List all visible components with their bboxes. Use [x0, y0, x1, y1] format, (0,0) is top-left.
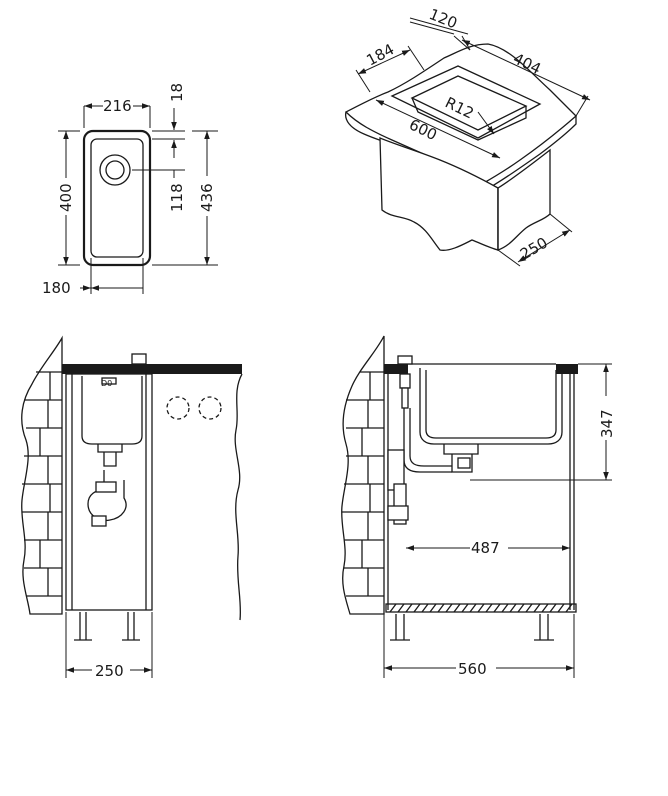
side-leg-1: [74, 612, 92, 641]
side-waste: [97, 444, 123, 467]
sink-outline: [82, 129, 152, 267]
front-leg-2: [534, 614, 554, 641]
cabinet-body: [379, 137, 499, 251]
front-view: 347 487 560: [341, 335, 616, 678]
dim-118-label: 118: [168, 183, 186, 212]
dim-180-label: 180: [42, 279, 71, 297]
front-wall: [341, 335, 385, 615]
front-tap: [397, 355, 413, 365]
dim-560-label: 560: [458, 660, 487, 678]
side-sink-bowl: [81, 376, 143, 445]
side-worktop: [62, 364, 242, 374]
dim-18-label: 18: [168, 83, 186, 102]
front-overflow-pipe: [403, 408, 452, 473]
dim-347-label: 347: [598, 409, 616, 438]
front-plinth: [385, 603, 577, 613]
drain-inner: [105, 160, 125, 180]
dim-184-label: 184: [363, 40, 397, 69]
front-worktop-right: [556, 364, 578, 374]
front-sink-bowl: [419, 368, 563, 445]
dim-216-label: 216: [103, 97, 132, 115]
side-wall: [21, 335, 63, 615]
side-wall-bricks: [22, 371, 62, 597]
svg-text:D0: D0: [101, 379, 112, 388]
front-cabinet: [387, 374, 575, 610]
front-wall-bricks: [342, 371, 384, 597]
dim-250-side-label: 250: [95, 662, 124, 680]
side-leg-2: [122, 612, 140, 641]
side-break: [234, 373, 243, 621]
dim-436-label: 436: [198, 183, 216, 212]
isometric-view: 120 184 404 R12 600 250: [344, 5, 591, 267]
dim-400-label: 400: [57, 183, 75, 212]
tap-hole-2: [198, 396, 222, 420]
side-view: D0 250: [21, 335, 243, 680]
side-trap: [87, 470, 127, 522]
dim-487-label: 487: [471, 539, 500, 557]
plan-view: 216 18 118 400 436 180: [42, 83, 218, 297]
front-leg-1: [390, 614, 410, 641]
cabinet-side: [497, 148, 551, 251]
side-cabinet: [65, 373, 153, 611]
front-worktop-left: [384, 364, 408, 374]
tap-hole-1: [166, 396, 190, 420]
front-waste: [443, 444, 479, 473]
bowl-inner: [90, 138, 144, 258]
drain-outer: [99, 154, 131, 186]
